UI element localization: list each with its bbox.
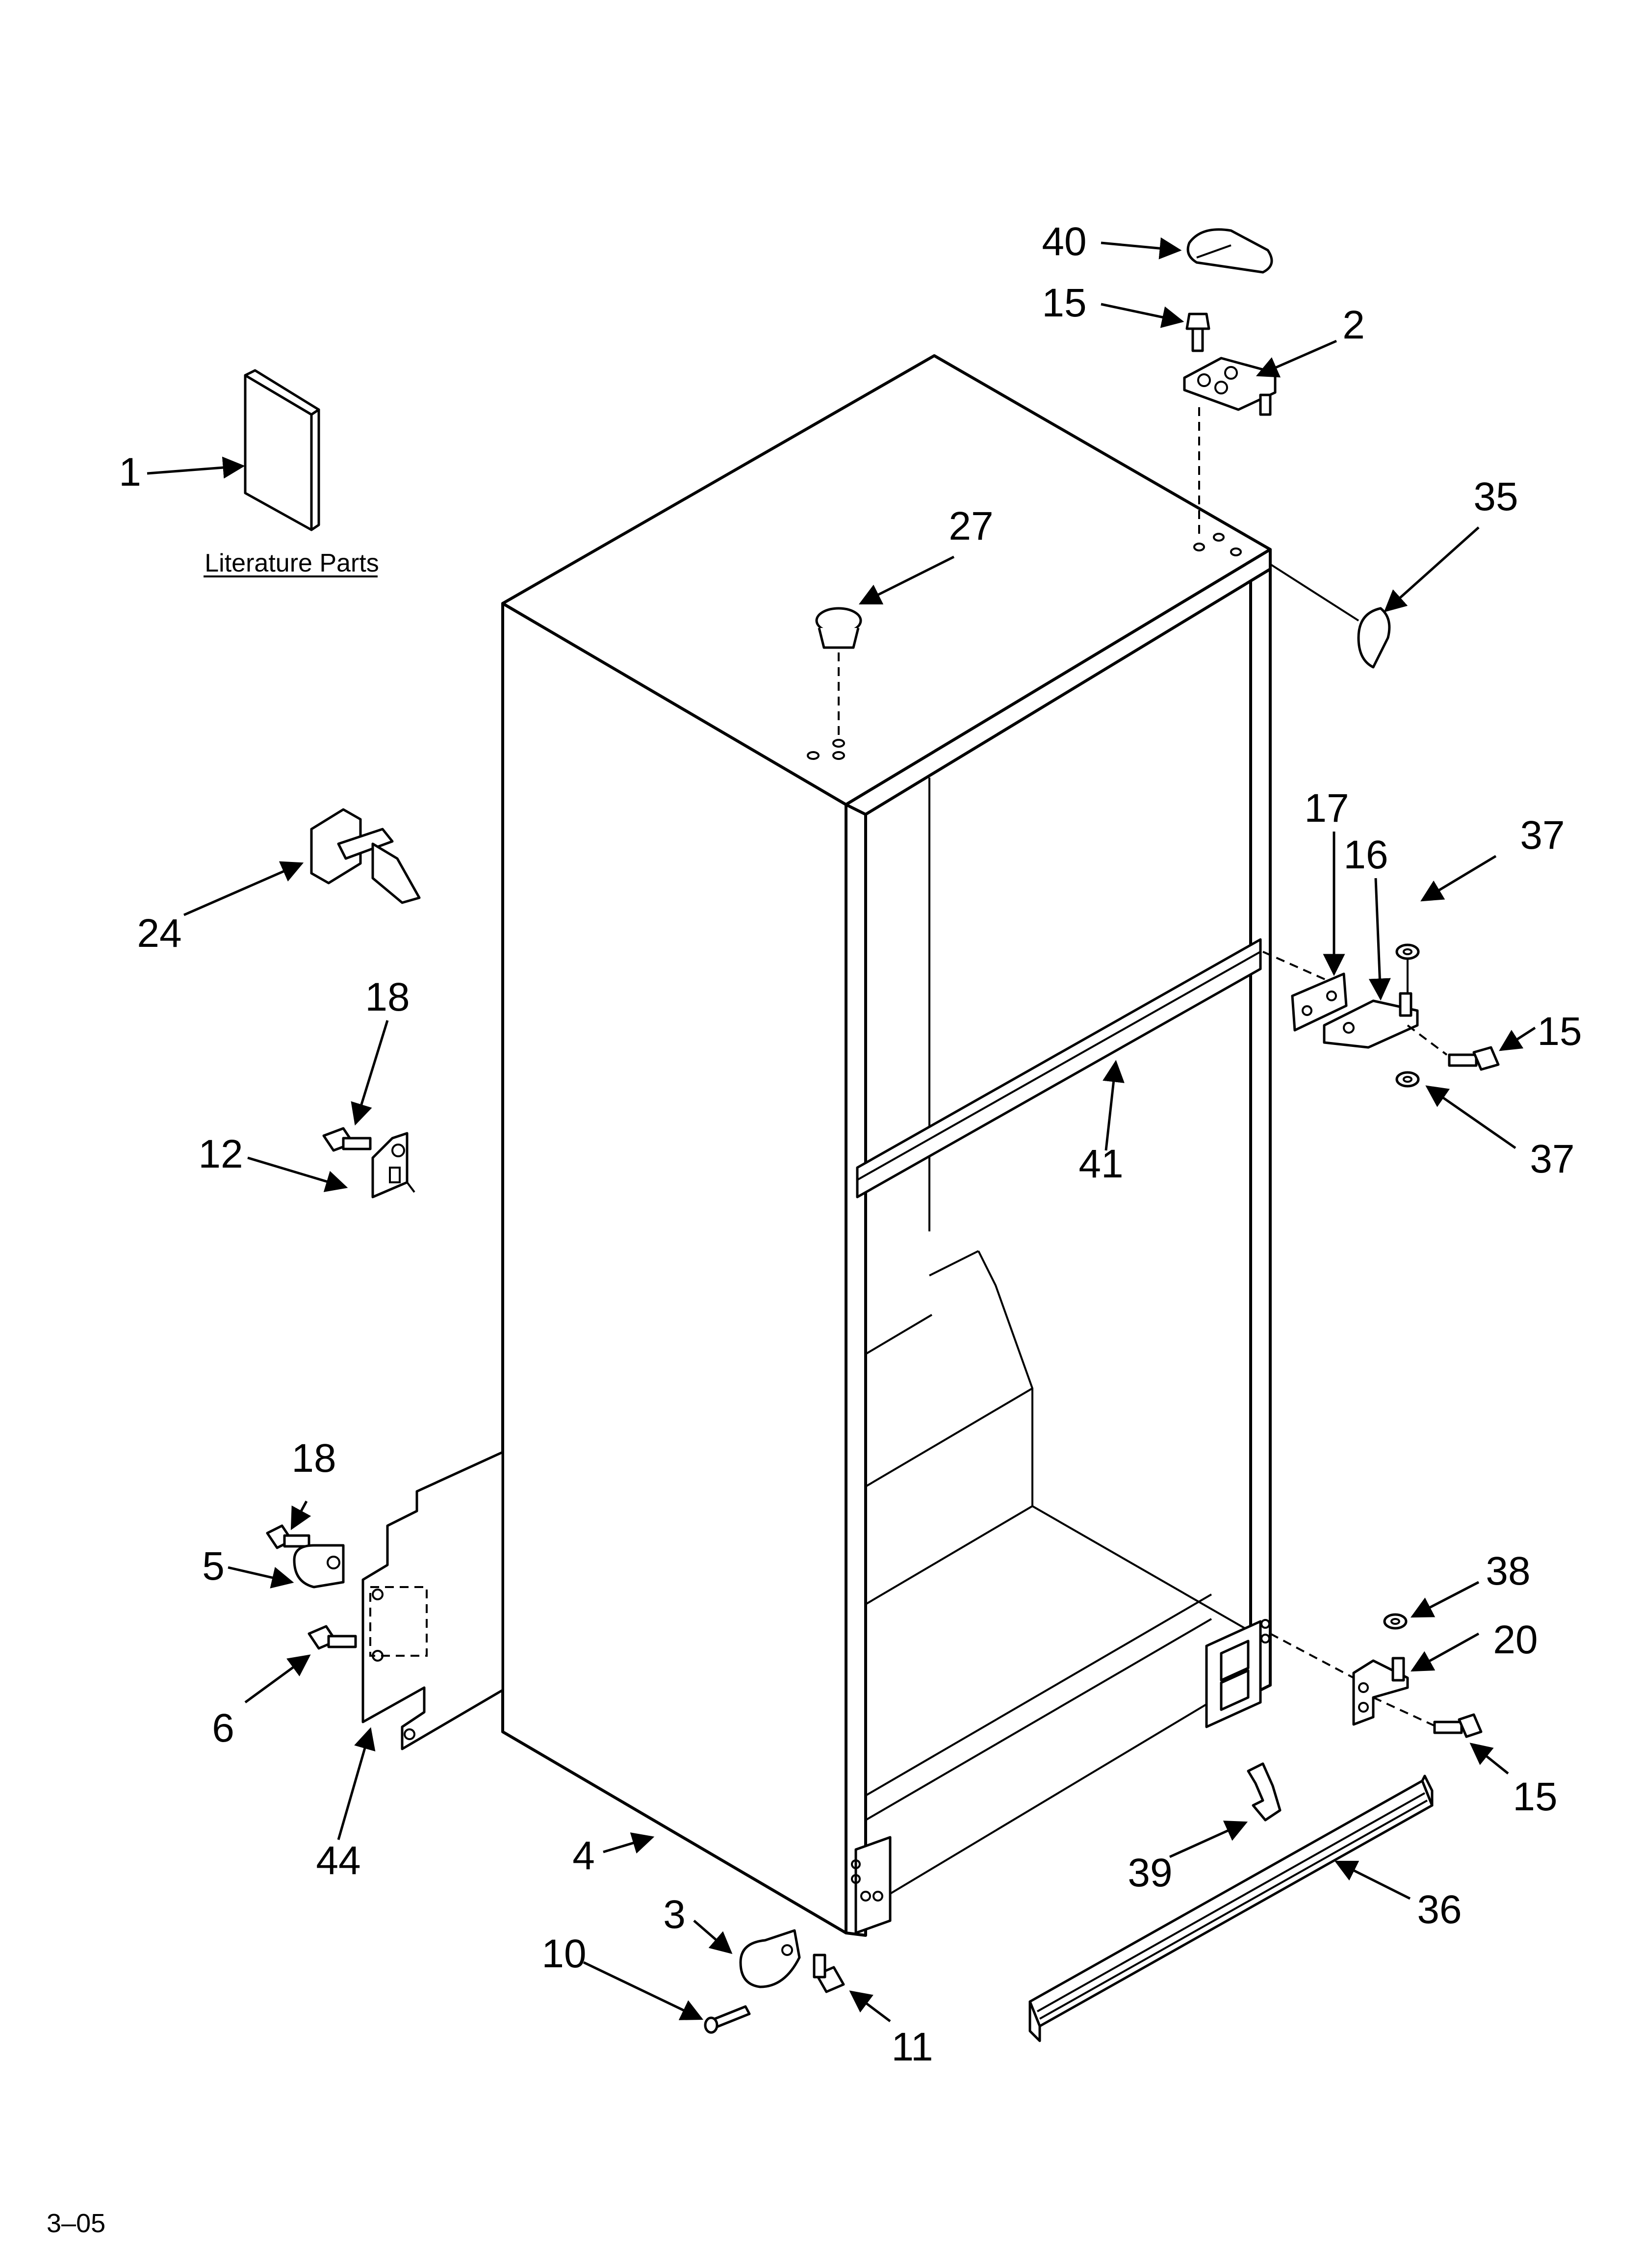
top-plug-part [815,607,862,736]
callout-15-top: 15 [1042,281,1086,325]
leader-24 [183,861,304,916]
leader-41 [1103,1060,1125,1151]
leader-39 [1169,1821,1248,1858]
footer-code: 3–05 [47,2209,105,2238]
center-screw-guide-line [1407,1024,1448,1056]
bottom-hinge-guide-line [1270,1633,1354,1679]
leader-18a [351,1020,389,1126]
leader-44 [337,1727,376,1840]
literature-parts-label: Literature Parts [205,549,379,577]
screw-15-bottom-part [1433,1713,1483,1738]
leader-40 [1101,237,1182,260]
leader-20 [1411,1632,1480,1672]
literature-parts-part [204,369,378,577]
screw-6-part [308,1625,357,1650]
callout-40: 40 [1042,219,1086,264]
cabinet-assembly [501,354,1272,1937]
screw-18-lower-part [266,1524,310,1549]
door-stop-part [310,808,421,904]
leader-38 [1411,1581,1480,1618]
top-hinge-part [1183,357,1277,537]
leveling-pin-10-part [704,2005,751,2034]
leader-5 [228,1566,294,1589]
callout-1: 1 [119,450,141,495]
callout-38: 38 [1486,1549,1530,1593]
callout-36: 36 [1417,1887,1462,1932]
bottom-hinge-20-part [1352,1657,1409,1726]
leader-6 [244,1654,311,1704]
washer-38-part [1383,1613,1408,1630]
callout-3: 3 [663,1892,686,1937]
callout-18-upper: 18 [365,975,410,1019]
leader-27 [858,555,955,605]
callout-27: 27 [949,504,993,548]
leader-1 [147,456,245,479]
top-hinge-screw-part [1185,313,1210,352]
clamp-5-part [293,1544,345,1589]
washer-37-lower-part [1395,1071,1420,1088]
callout-37-upper: 37 [1520,813,1565,858]
screw-18-upper-part [322,1127,372,1152]
leveling-bracket-3-part [739,1929,801,1988]
leader-18b [290,1500,311,1530]
hinge-12-part [371,1132,415,1199]
leader-3 [693,1920,733,1954]
leader-lines [147,237,1536,2022]
leader-2 [1256,339,1337,378]
callout-20: 20 [1493,1617,1538,1662]
leader-15b [1499,1026,1536,1051]
leader-11 [849,1990,891,2022]
callout-41: 41 [1078,1142,1123,1186]
leader-37b [1425,1085,1516,1149]
back-panel-part [361,1451,504,1750]
leader-12 [247,1156,348,1192]
top-hinge-cover-part [1186,228,1273,274]
leader-37a [1420,855,1497,902]
callout-6: 6 [212,1706,234,1750]
center-hinge-shim-17-part [1291,972,1348,1032]
callout-15-center: 15 [1537,1009,1582,1054]
grille-clip-39-part [1247,1762,1282,1822]
callout-24: 24 [137,911,181,956]
leader-16 [1368,878,1391,1001]
callout-17: 17 [1304,786,1349,831]
callout-numbers: 1 40 15 2 35 27 24 18 12 17 16 37 15 37 … [119,219,1582,2069]
callout-44: 44 [316,1838,360,1883]
callout-15-bottom: 15 [1513,1774,1557,1819]
callout-16: 16 [1343,833,1388,877]
callout-10: 10 [541,1931,586,1976]
center-hinge-16-part [1323,992,1419,1049]
callout-5: 5 [202,1544,225,1589]
leader-35 [1384,526,1480,613]
leader-15c [1469,1743,1509,1774]
leader-15a [1101,303,1184,328]
leader-10 [583,1961,704,2020]
callout-39: 39 [1128,1851,1172,1895]
callout-4: 4 [572,1833,595,1878]
center-hinge-guide-line [1262,951,1330,982]
callout-12: 12 [198,1132,243,1176]
callout-37-lower: 37 [1530,1137,1574,1181]
callout-35: 35 [1473,474,1518,519]
toe-grille-36-part [1028,1774,1434,2042]
callout-11: 11 [891,2025,933,2069]
leader-4 [603,1832,655,1854]
screw-11-part [813,1954,845,1993]
callout-18-lower: 18 [291,1436,336,1481]
bottom-screw-guide-line [1373,1696,1437,1728]
washer-37-upper-part [1395,943,1420,960]
callout-2: 2 [1342,303,1365,347]
screw-15-center-part [1448,1046,1500,1071]
leader-36 [1334,1860,1411,1900]
hinge-pin-cover-part [1269,563,1391,669]
